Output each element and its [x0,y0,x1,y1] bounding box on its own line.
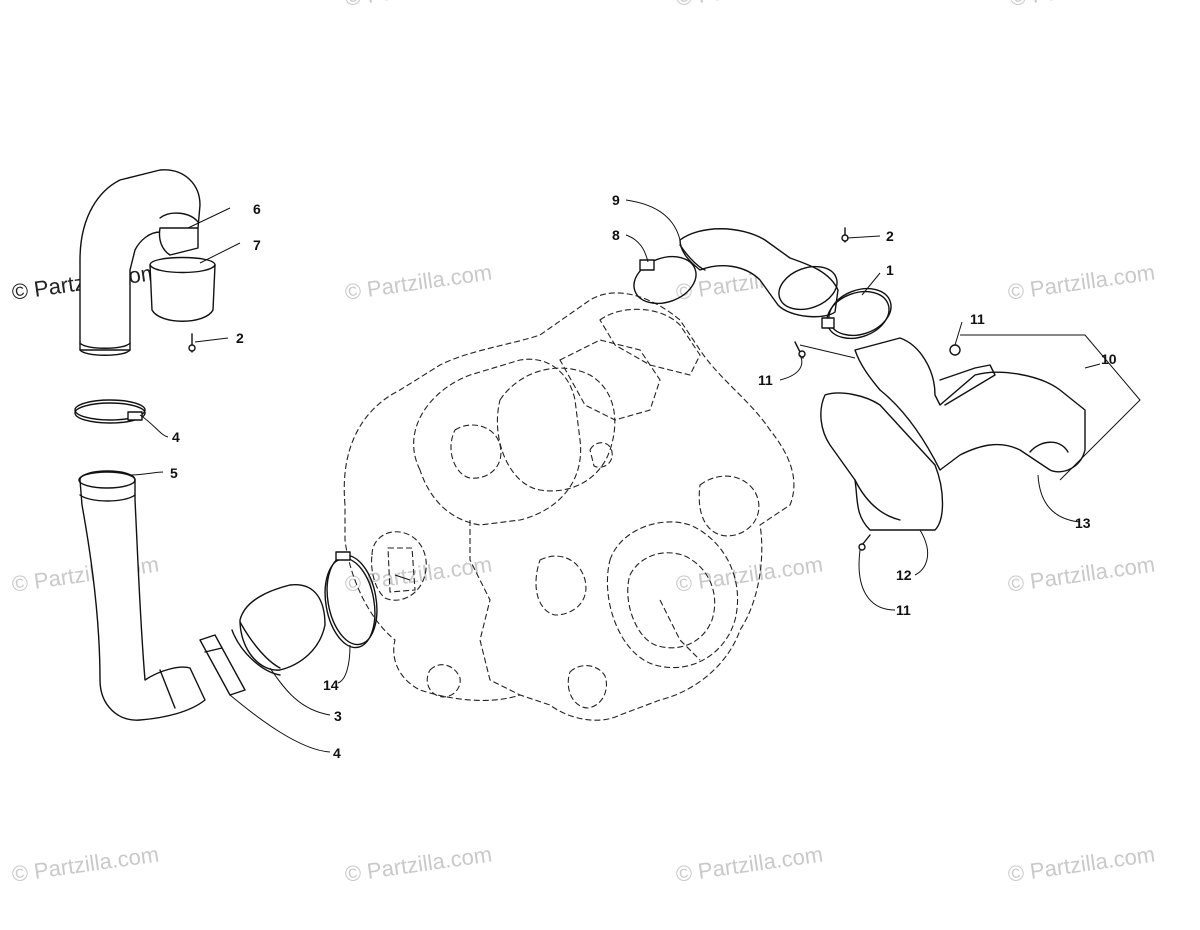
boot-9 [679,228,839,318]
callout-13: 13 [1075,515,1091,531]
callout-12: 12 [896,567,912,583]
screw-11-left [794,341,806,359]
screw-2-right [841,227,849,243]
clamp-4-upper [74,399,146,424]
screw-11-bottom [858,534,871,551]
adapter-6 [158,227,199,256]
callout-8: 8 [612,227,620,243]
callout-6: 6 [253,201,261,217]
callout-1: 1 [886,262,894,278]
intake-boot-upper [79,169,201,356]
callout-11-top: 11 [970,311,985,327]
duct-5 [78,470,206,721]
clamp-14 [324,551,378,649]
intake-duct-10 [854,337,1086,473]
callout-4-upper: 4 [172,429,180,445]
callout-2-right: 2 [886,228,894,244]
callout-11-left: 11 [758,372,773,388]
screw-11-top [949,344,961,356]
screw-2-left [188,333,196,353]
cap-7 [149,256,216,322]
callout-11-bottom: 11 [896,602,911,618]
callout-7: 7 [253,237,261,253]
callout-10: 10 [1101,351,1117,367]
duct-12 [820,392,944,531]
engine-block [343,292,795,721]
callout-4-lower: 4 [333,745,341,761]
callout-9: 9 [612,192,620,208]
callout-3: 3 [334,708,342,724]
clamp-1 [821,287,892,340]
callout-2-left: 2 [236,330,244,346]
clamp-4-lower [199,634,246,696]
callout-5: 5 [170,465,178,481]
leader-lines [129,199,1141,753]
callout-14: 14 [323,677,339,693]
coupler-3 [231,584,326,676]
